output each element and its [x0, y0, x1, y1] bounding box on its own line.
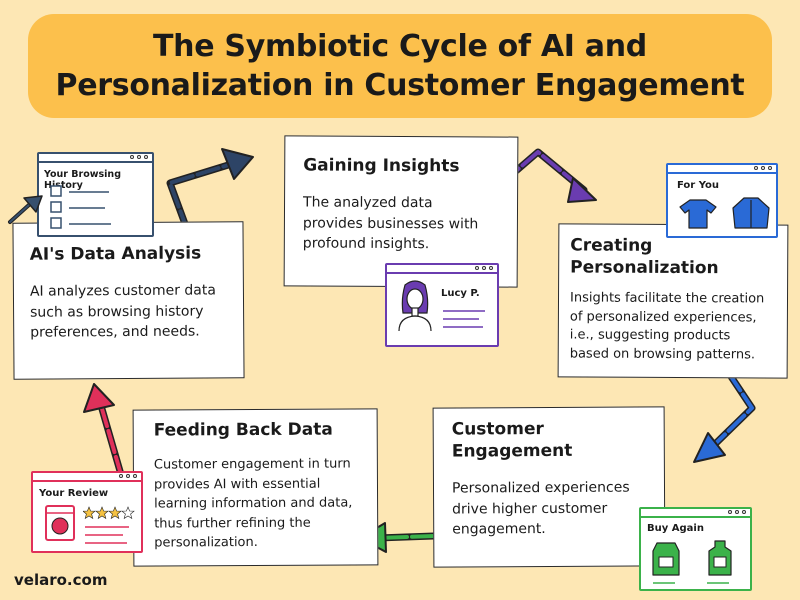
card-body: Customer engagement in turn provides AI … [154, 454, 370, 553]
card-body: The analyzed data provides businesses wi… [303, 192, 503, 255]
body-line: Personalized experiences [451, 479, 630, 497]
card-ai-data-analysis: AI's Data Analysis AI analyzes customer … [12, 221, 245, 380]
window-title: For You [677, 180, 720, 191]
heading-line: Customer [451, 419, 544, 440]
buy-again-window: Buy Again [639, 507, 752, 591]
arrow-to-insights [166, 148, 254, 236]
body-line: Customer engagement in turn [153, 456, 351, 473]
title-banner: The Symbiotic Cycle of AI and Personaliz… [28, 14, 772, 118]
detergent-bottle-icon [708, 540, 732, 576]
body-line: i.e., suggesting products [569, 327, 731, 344]
body-line: engagement. [452, 521, 546, 538]
profile-lines [443, 310, 485, 328]
washing-machine-icon [45, 505, 75, 541]
card-feeding-back-data: Feeding Back Data Customer engagement in… [132, 408, 379, 567]
card-heading: Customer Engagement [452, 417, 652, 462]
milk-carton-icon [652, 542, 680, 576]
profile-name: Lucy P. [441, 288, 480, 299]
body-line: AI analyzes customer data [29, 282, 216, 300]
review-lines [85, 526, 129, 544]
page-title: The Symbiotic Cycle of AI and Personaliz… [56, 27, 745, 105]
card-body: AI analyzes customer data such as browsi… [30, 280, 229, 343]
card-heading: Creating Personalization [570, 234, 779, 279]
heading-line: Creating [570, 235, 653, 256]
body-line: The analyzed data [303, 194, 433, 212]
card-heading: AI's Data Analysis [29, 243, 202, 265]
body-line: of personalized experiences, [569, 308, 757, 325]
your-review-window: Your Review [31, 471, 143, 553]
history-checklist [50, 185, 111, 229]
body-line: provides businesses with [302, 214, 479, 232]
window-title: Your Review [39, 488, 109, 499]
card-heading: Gaining Insights [303, 155, 460, 177]
star-icon [83, 506, 135, 520]
cursor-icon [8, 195, 43, 224]
card-creating-personalization: Creating Personalization Insights facili… [557, 223, 789, 379]
woman-avatar-icon [398, 280, 432, 332]
tshirt-icon [679, 199, 717, 229]
body-line: based on browsing patterns. [569, 345, 756, 362]
arrow-to-engagement [693, 368, 756, 463]
jacket-icon [732, 197, 770, 229]
body-line: Insights facilitate the creation [569, 290, 765, 307]
body-line: learning information and data, [154, 495, 353, 512]
checkbox-icon [50, 185, 62, 229]
window-title: Your Browsing History [44, 169, 121, 191]
card-body: Insights facilitate the creation of pers… [570, 289, 779, 364]
brand-footer: velaro.com [14, 571, 108, 589]
for-you-window: For You [666, 163, 778, 238]
title-line-2: Personalization in Customer Engagement [55, 68, 745, 103]
browsing-history-window: Your Browsing History [37, 152, 154, 237]
card-customer-engagement: Customer Engagement Personalized experie… [432, 406, 666, 568]
heading-line: Personalization [570, 257, 719, 279]
card-body: Personalized experiences drive higher cu… [452, 477, 652, 540]
body-line: preferences, and needs. [30, 323, 200, 341]
buy-again-lines [653, 582, 729, 584]
heading-line: Engagement [451, 440, 573, 462]
body-line: personalization. [154, 534, 258, 551]
body-line: profound insights. [302, 235, 430, 253]
card-heading: Feeding Back Data [153, 419, 333, 441]
title-line-1: The Symbiotic Cycle of AI and [152, 29, 647, 64]
rating-stars [83, 506, 135, 520]
body-line: such as browsing history [30, 302, 204, 321]
body-line: provides AI with essential [153, 476, 321, 493]
profile-window: Lucy P. [385, 263, 499, 347]
arrow-to-analysis [83, 383, 126, 482]
body-line: thus further refining the [154, 515, 311, 532]
body-line: drive higher customer [452, 500, 608, 518]
window-title: Buy Again [647, 523, 704, 534]
